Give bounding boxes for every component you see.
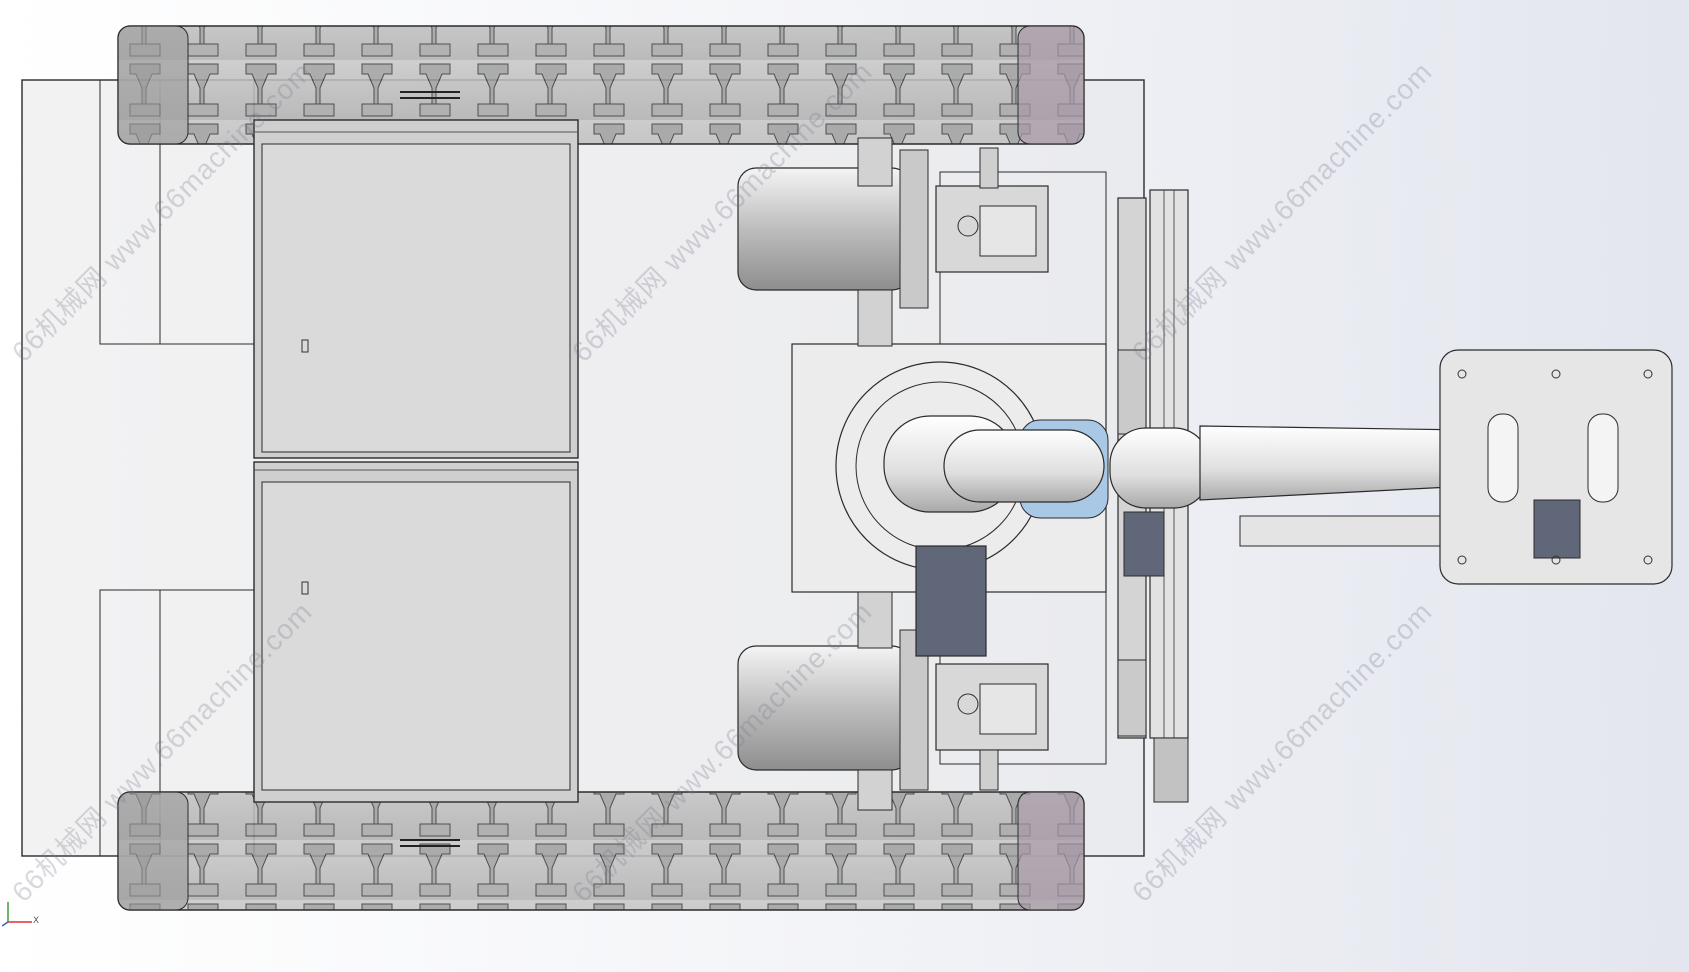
end-effector-plate[interactable] xyxy=(1439,349,1673,585)
coordinate-triad-icon: X xyxy=(1,898,42,928)
drive-motor-upper[interactable] xyxy=(737,137,929,347)
crawler-track-bottom[interactable] xyxy=(117,791,1085,911)
worm-gearbox-lower[interactable] xyxy=(935,663,1049,791)
worm-gearbox-upper[interactable] xyxy=(935,147,1049,273)
battery-box-lower[interactable] xyxy=(253,461,579,803)
crawler-track-top[interactable] xyxy=(117,25,1085,145)
robot-arm[interactable] xyxy=(835,361,1532,657)
battery-box-upper[interactable] xyxy=(253,119,579,459)
drive-motor-lower[interactable] xyxy=(737,591,929,811)
triad-x-label: X xyxy=(33,916,40,926)
